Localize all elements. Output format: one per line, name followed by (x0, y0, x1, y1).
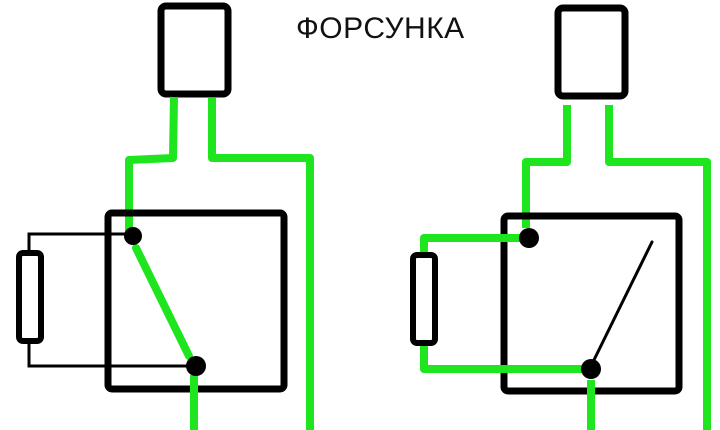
right-resistor-wire-bottom (420, 345, 585, 373)
left-resistor (16, 250, 44, 344)
right-wire-injector-to-contact (522, 105, 571, 228)
diagram-title: ФОРСУНКА (296, 12, 465, 45)
right-injector (554, 4, 629, 100)
left-wire-injector-return (208, 98, 314, 430)
right-node-top (519, 228, 539, 248)
left-circuit (16, 2, 314, 430)
right-resistor-wire-top (420, 234, 520, 255)
right-circuit (410, 4, 711, 430)
right-resistor (410, 252, 438, 346)
left-node-top (124, 227, 142, 245)
left-injector (157, 2, 232, 98)
left-resistor-wire-top (27, 232, 133, 253)
left-switch-closed (132, 244, 193, 360)
right-switch-open (590, 240, 654, 366)
left-wire-injector-to-contact (125, 96, 178, 232)
left-node-bottom (186, 356, 206, 376)
right-wire-injector-return (605, 105, 711, 430)
left-resistor-wire-bottom (27, 340, 196, 368)
right-node-bottom (581, 359, 601, 379)
